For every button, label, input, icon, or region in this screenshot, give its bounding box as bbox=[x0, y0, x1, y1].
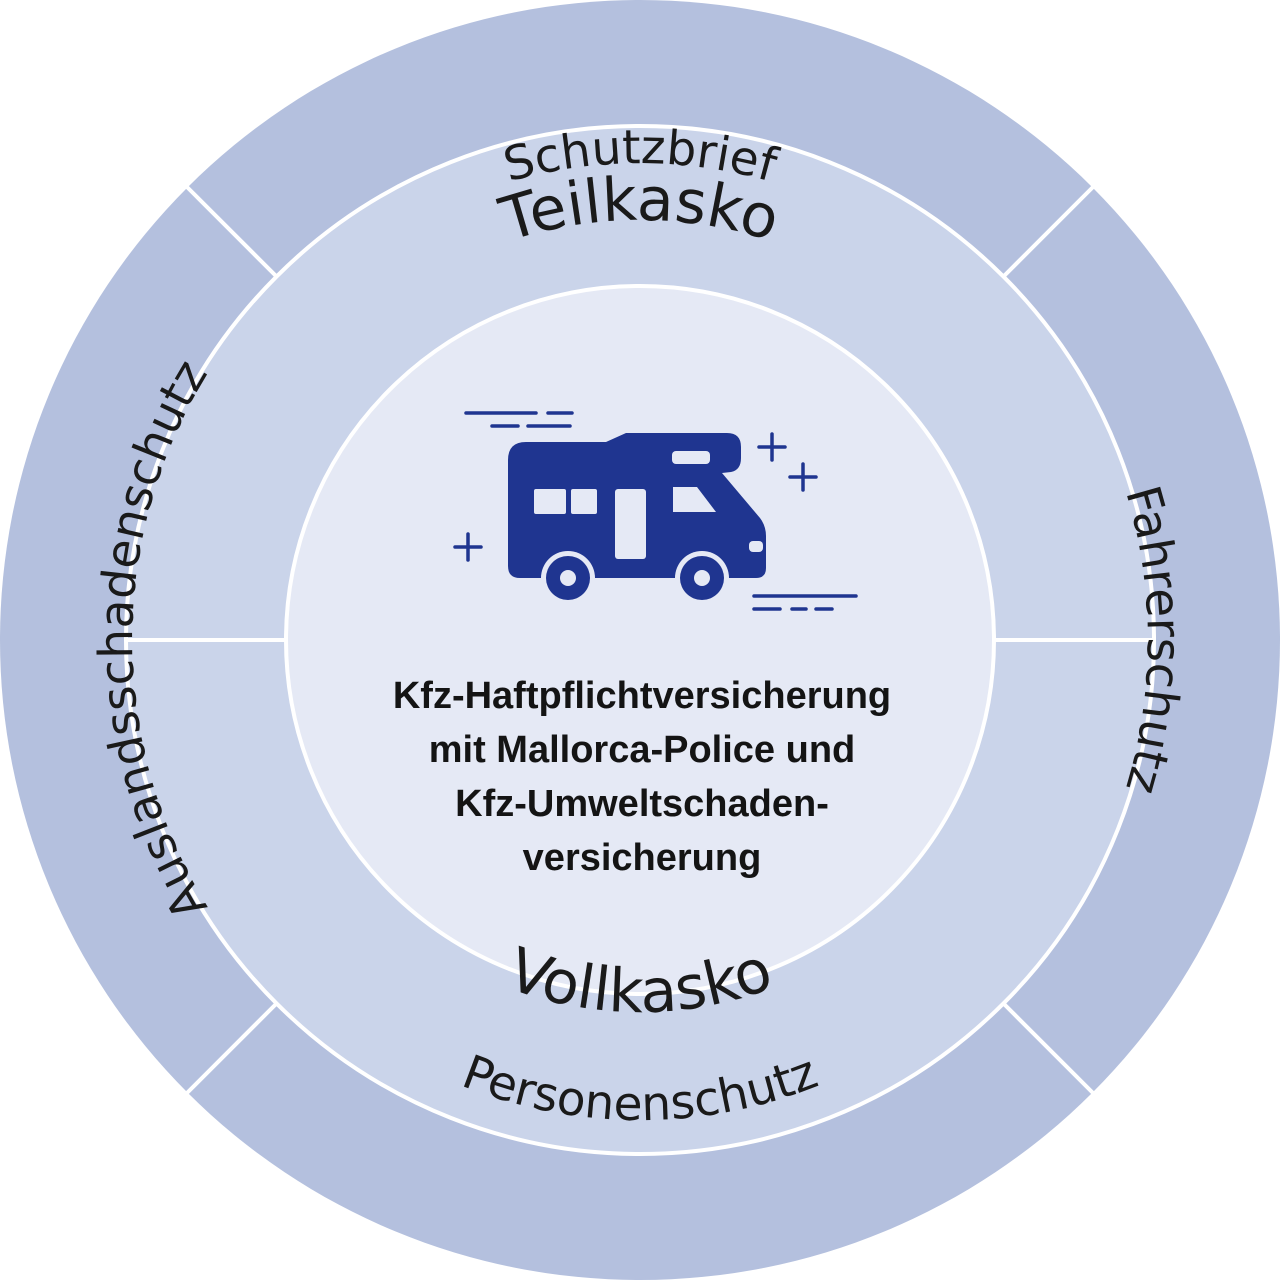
center-text-line-3: Kfz-Umweltschaden- bbox=[455, 783, 829, 825]
divider-bottom-right bbox=[998, 998, 1095, 1095]
camper-wheels-icon bbox=[541, 551, 729, 605]
divider-top-left bbox=[185, 185, 282, 282]
center-circle bbox=[284, 284, 996, 996]
center-text: Kfz-Haftpflichtversicherung mit Mallorca… bbox=[393, 675, 891, 879]
camper-van-icon bbox=[453, 411, 858, 611]
center-text-line-1: Kfz-Haftpflichtversicherung bbox=[393, 675, 891, 717]
center-text-line-2: mit Mallorca-Police und bbox=[429, 729, 856, 771]
divider-top-right bbox=[998, 185, 1095, 282]
camper-windows-icon bbox=[534, 451, 763, 559]
outer-ring-dividers bbox=[185, 185, 1095, 1095]
center-text-line-4: versicherung bbox=[523, 837, 762, 879]
speed-lines-bottom-icon bbox=[752, 594, 858, 611]
divider-bottom-left bbox=[185, 998, 282, 1095]
sparkle-plus-icons bbox=[453, 432, 818, 562]
speed-lines-top-icon bbox=[464, 411, 574, 428]
